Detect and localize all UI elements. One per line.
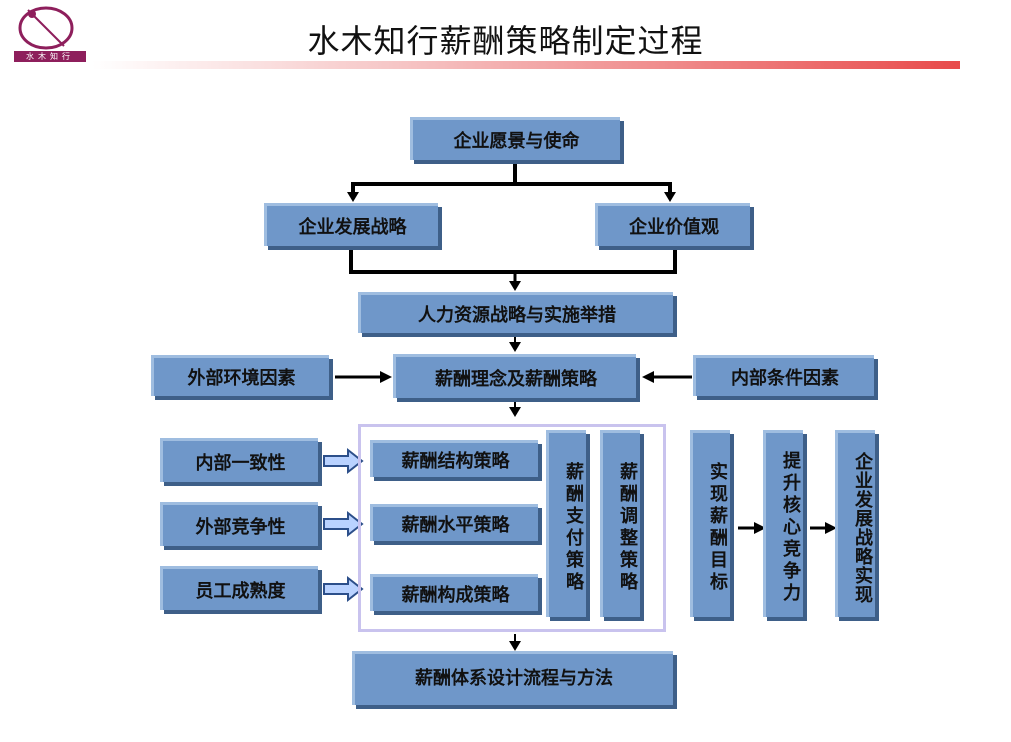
realization-box: 企业发展战略实现 (835, 430, 875, 617)
competitiveness-to-realization-arrow (810, 522, 837, 534)
target-to-competitiveness-arrow (738, 522, 766, 534)
hr-strategy-box: 人力资源战略与实施举措 (358, 292, 673, 333)
composition-strategy-box: 薪酬构成策略 (370, 574, 538, 611)
internal-cond-box: 内部条件因素 (693, 355, 874, 396)
strategies-to-design-arrow (509, 634, 521, 651)
target-box: 实现薪酬目标 (690, 430, 730, 617)
employee-maturity-box: 员工成熟度 (160, 566, 318, 610)
level-strategy-box: 薪酬水平策略 (370, 504, 538, 541)
hollow-arrow-maturity (323, 575, 364, 603)
hollow-arrow-competitive (323, 510, 364, 538)
logo-emblem-icon (18, 6, 74, 50)
title-underline (92, 61, 960, 69)
philosophy-box: 薪酬理念及薪酬策略 (393, 354, 636, 398)
merge-connector (349, 246, 677, 291)
page-title: 水木知行薪酬策略制定过程 (307, 22, 704, 60)
external-competitive-box: 外部竞争性 (160, 502, 318, 546)
hollow-arrow-consistency (323, 447, 364, 475)
logo-text: 水木知行 (14, 51, 86, 62)
philosophy-to-strategies-arrow (509, 398, 521, 417)
strategy-group-frame (358, 424, 666, 632)
values-box: 企业价值观 (595, 203, 750, 246)
internal-to-philosophy-arrow (642, 371, 692, 383)
external-to-philosophy-arrow (335, 371, 392, 383)
external-env-box: 外部环境因素 (151, 355, 329, 396)
internal-consistency-box: 内部一致性 (160, 438, 318, 482)
company-logo: 水木知行 (6, 4, 86, 62)
payment-strategy-box: 薪酬支付策略 (546, 430, 586, 617)
hr-to-philosophy-arrow (509, 333, 521, 352)
vision-split-connector (347, 160, 676, 202)
vision-box: 企业愿景与使命 (410, 117, 620, 160)
dev-strategy-box: 企业发展战略 (264, 203, 438, 246)
competitiveness-box: 提升核心竞争力 (763, 430, 803, 617)
adjustment-strategy-box: 薪酬调整策略 (600, 430, 640, 617)
system-design-box: 薪酬体系设计流程与方法 (352, 651, 673, 705)
structure-strategy-box: 薪酬结构策略 (370, 440, 538, 477)
